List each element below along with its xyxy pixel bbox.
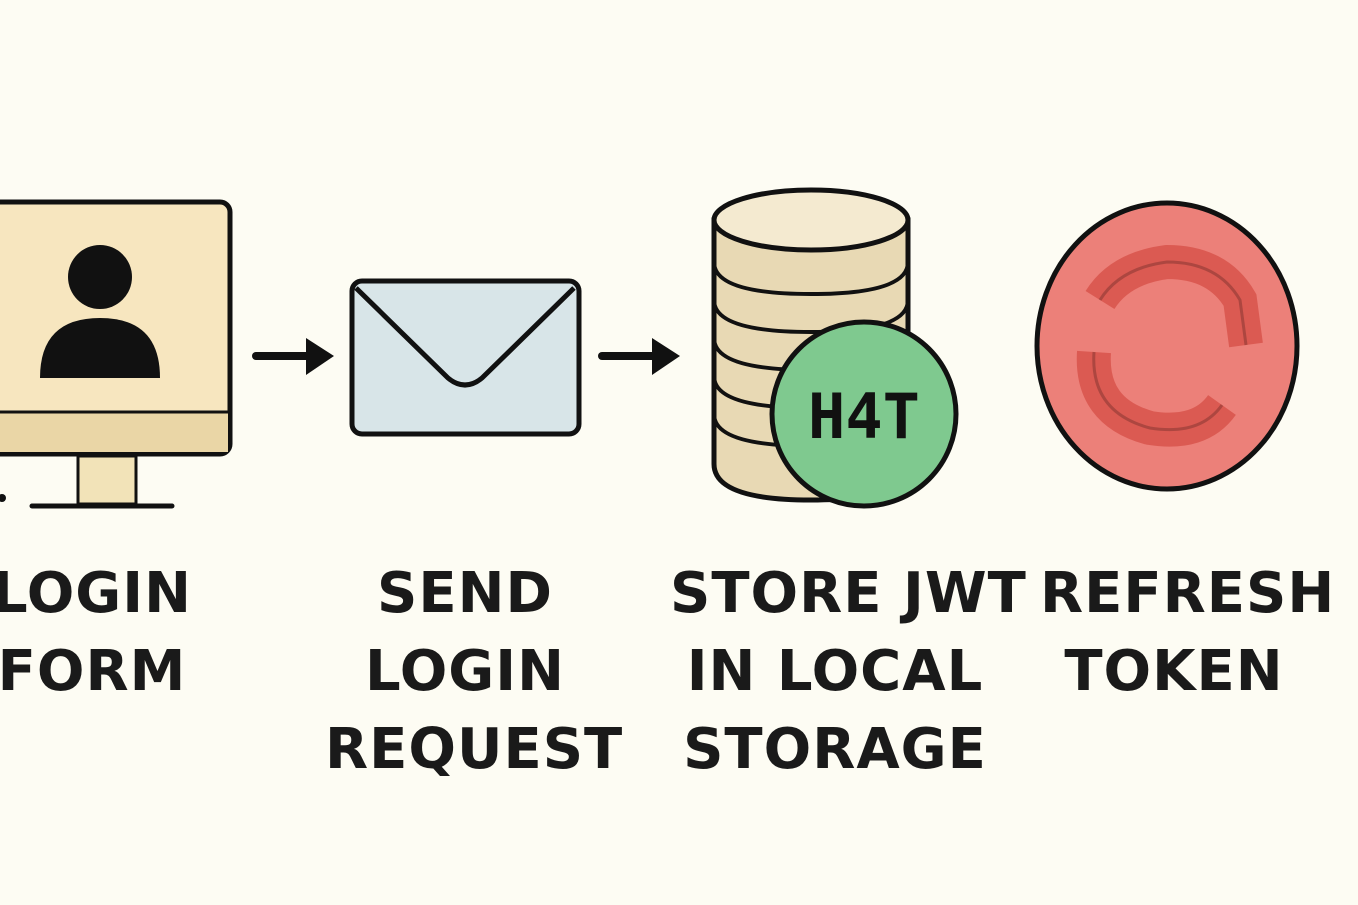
step-label-line: STORE JWT xyxy=(670,561,1027,626)
step-label-line: IN LOCAL xyxy=(686,639,984,704)
step-label-line: FORM xyxy=(0,639,187,704)
step-label-line: LOGIN xyxy=(0,561,192,626)
step-label-login-form: LOGIN FORM xyxy=(0,555,192,711)
step-label-line: TOKEN xyxy=(1064,639,1284,704)
step-label-line: LOGIN xyxy=(365,639,565,704)
jwt-badge-icon: H4T xyxy=(769,319,959,509)
envelope-icon xyxy=(349,278,582,437)
step-label-line: REQUEST xyxy=(325,717,624,782)
arrow-right-icon xyxy=(598,338,680,375)
step-label-line: SEND xyxy=(377,561,553,626)
computer-user-icon xyxy=(0,199,233,509)
step-label-refresh-token: REFRESH TOKEN xyxy=(1040,555,1336,711)
step-label-store-jwt: STORE JWT IN LOCAL STORAGE xyxy=(670,555,1027,789)
refresh-icon xyxy=(1034,200,1300,492)
user-silhouette-icon xyxy=(40,245,160,378)
arrow-right-icon xyxy=(252,338,334,375)
step-label-line: REFRESH xyxy=(1040,561,1336,626)
jwt-badge-text: H4T xyxy=(808,380,920,453)
step-label-line: STORAGE xyxy=(683,717,987,782)
step-label-send-login-request: SEND LOGIN REQUEST xyxy=(325,555,624,789)
database-jwt-icon: H4T xyxy=(711,187,959,509)
